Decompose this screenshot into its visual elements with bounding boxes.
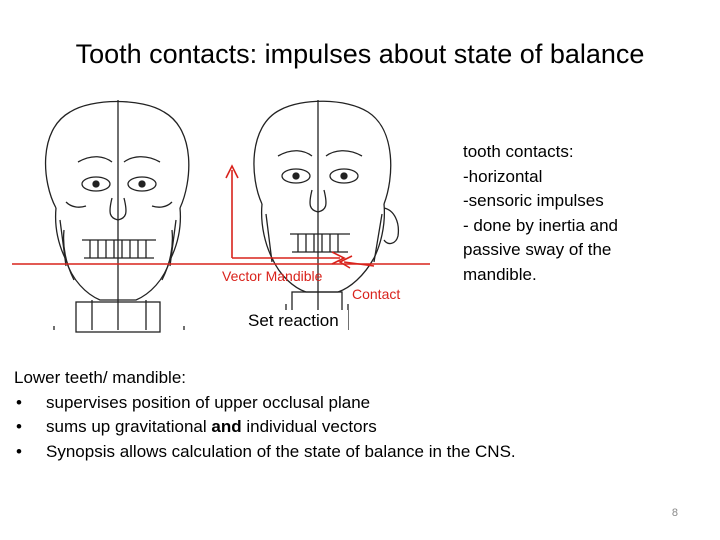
bullet-text-before: sums up gravitational: [46, 417, 212, 436]
callout-line: mandible.: [463, 264, 537, 284]
vector-mandible-label: Vector Mandible: [222, 268, 323, 284]
callout-line: -horizontal: [463, 166, 543, 186]
callout-line: - done by inertia and: [463, 215, 618, 235]
skull-drawing: [12, 100, 430, 333]
bullet-marker: •: [16, 392, 22, 412]
list-item: • supervises position of upper occlusal …: [14, 391, 714, 416]
callout-line: passive sway of the: [463, 240, 612, 259]
list-item: • sums up gravitational and individual v…: [14, 415, 714, 440]
bullet-text: supervises position of upper occlusal pl…: [46, 392, 371, 412]
lower-teeth-heading: Lower teeth/ mandible:: [14, 368, 186, 387]
lower-teeth-section: Lower teeth/ mandible: • supervises posi…: [14, 366, 714, 464]
page-number: 8: [671, 507, 678, 519]
slide-title: Tooth contacts: impulses about state of …: [75, 39, 645, 69]
callout-line: -sensoric impulses: [463, 191, 604, 210]
skull-illustration: Vector Mandible Contact Set reaction: [0, 90, 460, 360]
bullet-list: • supervises position of upper occlusal …: [14, 391, 714, 465]
bullet-text-after: individual vectors: [241, 417, 377, 436]
left-skull: [44, 100, 190, 333]
bullet-marker: •: [16, 441, 22, 461]
bullet-marker: •: [16, 417, 22, 436]
set-reaction-label: Set reaction: [248, 310, 348, 332]
callout-line: tooth contacts:: [463, 142, 574, 161]
contact-arrow: [343, 261, 375, 267]
list-item: • Synopsis allows calculation of the sta…: [14, 440, 714, 465]
bullet-text: Synopsis allows calculation of the state…: [46, 441, 516, 461]
tooth-contacts-callout: tooth contacts: -horizontal -sensoric im…: [463, 140, 708, 287]
bullet-text-bold: and: [211, 417, 242, 436]
contact-label: Contact: [352, 286, 401, 302]
